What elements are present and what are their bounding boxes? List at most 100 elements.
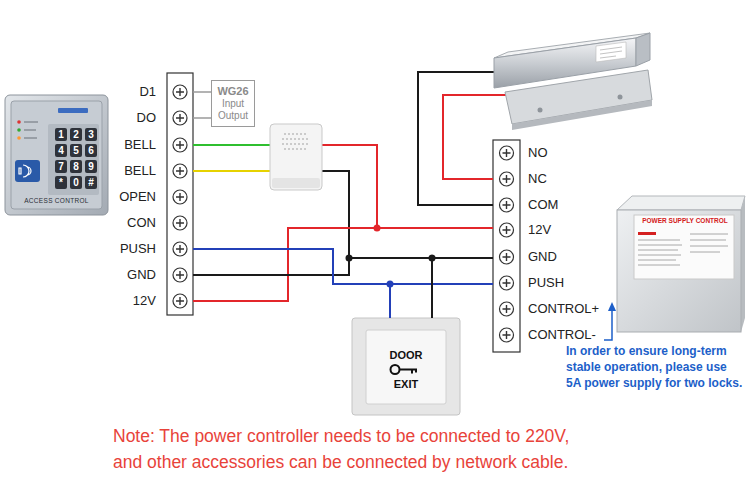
bell-wires	[193, 170, 274, 172]
junction-dots	[387, 281, 394, 288]
keypad-key: 6	[85, 144, 97, 157]
terminal-strip-right	[500, 172, 514, 186]
key-label: 7	[55, 160, 67, 173]
keypad-key: 1	[55, 128, 67, 141]
terminal-strip-left	[173, 111, 187, 125]
magnetic-lock	[538, 108, 543, 113]
keypad-key: 0	[70, 176, 82, 189]
footnote: Note: The power controller needs to be c…	[113, 423, 585, 475]
key-label: 0	[70, 176, 82, 189]
wiegand-box: WG26Input Output	[211, 80, 255, 127]
terminal-strip-right	[500, 198, 514, 212]
magnetic-lock	[596, 42, 626, 62]
keypad-key: 5	[70, 144, 82, 157]
door-bell	[270, 124, 322, 190]
keypad-illustration	[5, 95, 108, 215]
keypad-illustration	[11, 101, 102, 209]
magnetic-lock	[618, 95, 623, 100]
callout-leader	[604, 310, 612, 340]
wire-connector	[193, 228, 493, 301]
terminal-label: PUSH	[120, 241, 156, 257]
keypad-illustration	[17, 120, 21, 124]
terminal-strip-left	[167, 73, 193, 315]
keypad-illustration	[15, 160, 40, 182]
callout-leader	[604, 302, 616, 340]
keypad-illustration	[17, 128, 21, 132]
power-supply-illustration	[638, 232, 656, 235]
terminal-strip-left	[173, 216, 187, 230]
callout-note: In order to ensure long-term stable oper…	[566, 343, 744, 391]
keypad-key: 4	[55, 144, 67, 157]
wire-connector	[193, 249, 493, 284]
terminal-strip-right	[500, 328, 514, 342]
terminal-label: PUSH	[528, 275, 564, 291]
key-label: 9	[85, 160, 97, 173]
terminal-strip-left	[173, 190, 187, 204]
key-label: 2	[70, 128, 82, 141]
terminal-label: CONTROL+	[528, 301, 599, 317]
keypad-illustration	[24, 122, 38, 138]
door-bell	[270, 124, 322, 190]
keypad-illustration	[58, 108, 88, 113]
keypad-key: *	[55, 176, 67, 189]
device-label: POWER SUPPLY CONTROL	[634, 217, 736, 225]
power-supply-illustration	[638, 234, 728, 265]
magnetic-lock	[636, 33, 650, 66]
terminal-label: 12V	[528, 222, 551, 238]
terminal-strip-right	[500, 276, 514, 290]
lock-wires	[418, 72, 510, 205]
door-bell	[272, 178, 320, 188]
terminal-strip-left	[173, 268, 187, 282]
terminal-label: NC	[528, 171, 547, 187]
terminal-strip-right	[500, 250, 514, 264]
bell-wires	[318, 171, 349, 258]
power-supply-illustration	[741, 196, 745, 332]
key-label: 4	[55, 144, 67, 157]
power-supply-illustration	[617, 210, 741, 332]
terminal-label: COM	[528, 197, 558, 213]
terminal-label: CONTROL-	[528, 327, 596, 343]
interface-label: WG26	[217, 85, 248, 98]
keypad-illustration	[17, 136, 21, 140]
keypad-key: 8	[70, 160, 82, 173]
terminal-strip-right	[493, 140, 520, 352]
exit-button: DOOREXIT	[352, 318, 460, 415]
terminal-strip-right	[500, 146, 514, 160]
power-supply: POWER SUPPLY CONTROL	[612, 195, 745, 335]
terminal-strip: D1DOBELLBELLOPENCONPUSHGND12V	[110, 73, 193, 315]
terminal-strip-left	[173, 294, 187, 308]
exit-button-illustration	[391, 365, 400, 374]
key-label: 3	[85, 128, 97, 141]
lock-wires	[418, 72, 502, 205]
key-label: *	[55, 176, 67, 189]
terminal-label: BELL	[124, 137, 156, 153]
terminal-label: GND	[127, 267, 156, 283]
keypad-key: #	[85, 176, 97, 189]
magnetic-lock	[512, 100, 652, 130]
junction-dots	[374, 225, 381, 232]
exit-button-illustration	[400, 370, 418, 374]
terminal-strip-right	[500, 223, 514, 237]
bell-wires	[318, 145, 377, 228]
terminal-strip-left	[173, 138, 187, 152]
wire-connector	[193, 117, 211, 119]
callout-leader	[608, 302, 616, 311]
keypad-key: 2	[70, 128, 82, 141]
wire-connector	[193, 249, 390, 318]
terminal-label: NO	[528, 145, 548, 161]
terminal-strip-left	[167, 73, 193, 315]
keypad-key: 9	[85, 160, 97, 173]
terminal-strip: NO NC COM 12V GND PUSH CONTROL+ CONTROL-	[493, 140, 605, 352]
wire-connector	[193, 91, 211, 93]
junction-dots	[346, 255, 353, 262]
keypad-illustration	[5, 95, 108, 215]
interface-label: Input Output	[214, 98, 252, 122]
terminal-label: BELL	[124, 163, 156, 179]
terminal-label: OPEN	[119, 189, 156, 205]
terminal-label: GND	[528, 249, 557, 265]
bell-wires	[193, 144, 274, 146]
button-label: EXIT	[352, 377, 460, 391]
device-label: ACCESS CONTROL	[5, 197, 108, 205]
